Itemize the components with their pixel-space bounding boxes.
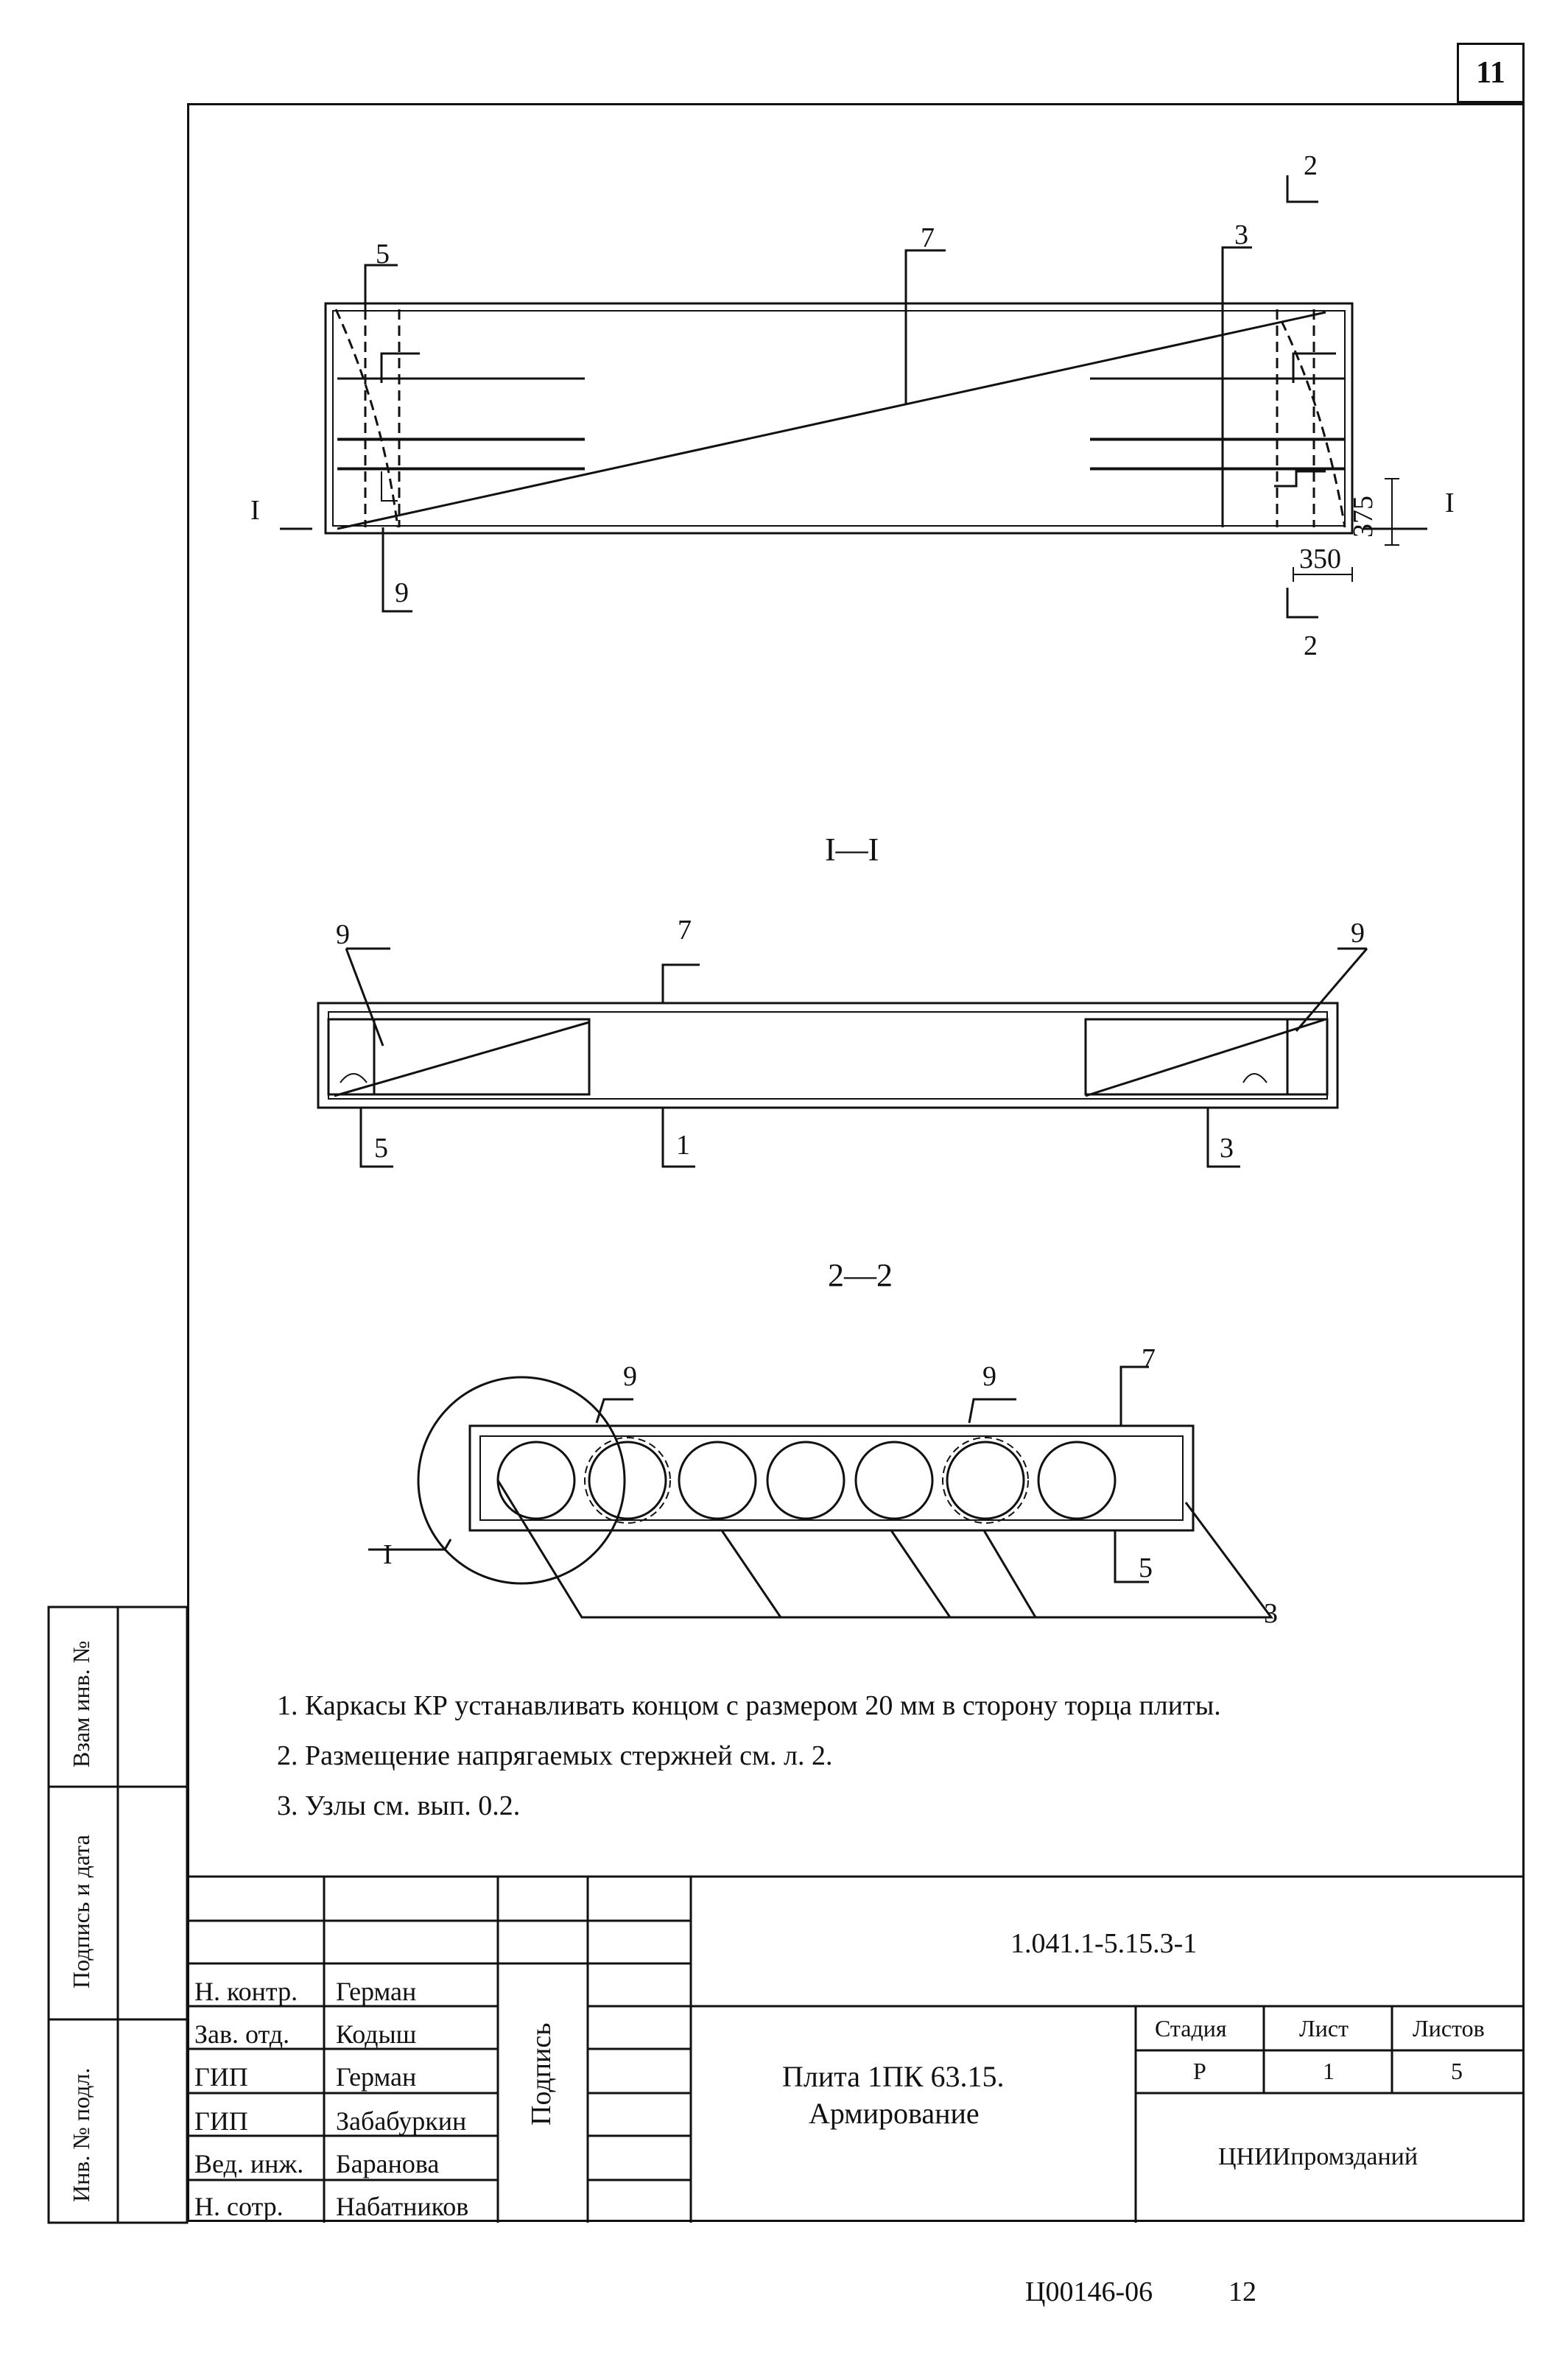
stage-value: Р — [1193, 2058, 1206, 2084]
sec2-label-9-b: 9 — [982, 1361, 996, 1392]
cut-label-top: 2 — [1304, 150, 1318, 181]
staff-role-5: Вед. инж. — [194, 2149, 304, 2179]
cut-label-right: I — [1445, 488, 1455, 518]
sec1-label-1: 1 — [676, 1130, 690, 1161]
staff-name-5: Баранова — [336, 2149, 440, 2179]
staff-name-1: Герман — [336, 1977, 417, 2006]
footer-page: 12 — [1228, 2276, 1256, 2307]
staff-name-2: Кодыш — [336, 2019, 417, 2049]
sec1-label-9-right: 9 — [1351, 918, 1365, 949]
sec1-label-7: 7 — [678, 915, 692, 946]
side-field-vzam: Взам инв. № — [68, 1640, 94, 1768]
plan-label-7: 7 — [921, 222, 935, 253]
section-title-1: I—I — [825, 831, 879, 868]
sec2-label-5: 5 — [1139, 1553, 1153, 1583]
title-line-1: Плита 1ПК 63.15. — [782, 2060, 1005, 2093]
notes: 1. Каркасы КР устанавливать концом с раз… — [277, 1681, 1221, 1831]
doc-code: 1.041.1-5.15.3-1 — [1010, 1928, 1198, 1959]
sec1-label-9-left: 9 — [336, 919, 350, 950]
title-line-2: Армирование — [809, 2097, 980, 2130]
footer-code: Ц00146-06 — [1025, 2276, 1153, 2307]
sec2-label-7: 7 — [1142, 1343, 1156, 1374]
sheet-number: 11 — [1457, 43, 1525, 103]
staff-name-4: Забабуркин — [336, 2106, 467, 2136]
sec1-label-5: 5 — [374, 1133, 388, 1164]
sec2-label-9-a: 9 — [623, 1361, 637, 1392]
plan-label-5: 5 — [376, 239, 390, 270]
side-fields — [47, 1606, 189, 2224]
staff-role-3: ГИП — [194, 2062, 248, 2092]
section-title-2: 2—2 — [828, 1257, 893, 1293]
plan-view — [280, 175, 1427, 619]
plan-label-9: 9 — [395, 577, 409, 608]
stage-header: Стадия — [1155, 2015, 1227, 2042]
drawing-frame — [187, 103, 1525, 2222]
sheet-value: 1 — [1323, 2058, 1335, 2084]
sec1-label-3: 3 — [1220, 1133, 1234, 1164]
staff-role-4: ГИП — [194, 2106, 248, 2136]
staff-role-2: Зав. отд. — [194, 2019, 290, 2049]
staff-role-6: Н. сотр. — [194, 2192, 284, 2221]
staff-role-1: Н. контр. — [194, 1977, 298, 2006]
signature-header: Подпись — [526, 2022, 557, 2125]
note-3: 3. Узлы см. вып. 0.2. — [277, 1790, 521, 1821]
section-1-1 — [317, 947, 1368, 1168]
organization: ЦНИИпромзданий — [1218, 2143, 1418, 2170]
note-2: 2. Размещение напрягаемых стержней см. л… — [277, 1740, 833, 1771]
sheets-value: 5 — [1451, 2058, 1463, 2084]
cut-label-left: I — [250, 495, 260, 526]
dim-375: 375 — [1348, 496, 1379, 538]
plan-label-3: 3 — [1234, 219, 1248, 250]
staff-name-6: Набатников — [336, 2192, 469, 2221]
note-1: 1. Каркасы КР устанавливать концом с раз… — [277, 1690, 1221, 1721]
cut-label-bottom: 2 — [1304, 630, 1318, 661]
title-block — [187, 1875, 1525, 2223]
side-field-podpis-data: Подпись и дата — [68, 1835, 94, 1988]
sec2-node-I: I — [383, 1539, 393, 1570]
side-field-inv-podl: Инв. № подл. — [68, 2067, 94, 2202]
sheet-header: Лист — [1299, 2015, 1349, 2042]
sheets-header: Листов — [1413, 2015, 1485, 2042]
staff-name-3: Герман — [336, 2062, 417, 2092]
sec2-label-3: 3 — [1264, 1598, 1278, 1629]
dim-350: 350 — [1299, 544, 1341, 574]
section-2-2 — [368, 1365, 1273, 1619]
